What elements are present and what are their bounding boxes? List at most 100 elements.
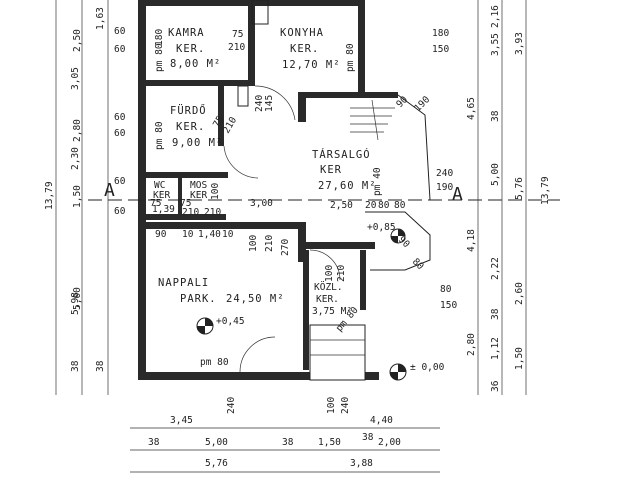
dim: 210 <box>204 207 221 218</box>
dim: 210 <box>228 42 245 53</box>
level-value: +0,45 <box>216 316 245 327</box>
room-konyha: KONYHA KER. 12,70 M² <box>280 27 340 71</box>
dim: 2,00 <box>378 437 401 448</box>
dim: 3,05 <box>70 67 81 90</box>
room-kozl: KÖZL. KER. 3,75 M² <box>312 282 352 317</box>
dim: 2,80 <box>72 119 83 142</box>
right-dimension-chains: 13,79 3,93 5,76 2,60 1,50 2,16 3,55 4,65… <box>432 0 551 395</box>
room-name: KAMRA <box>168 27 205 39</box>
dim: 240 <box>340 397 351 414</box>
dim: 80 <box>440 284 452 295</box>
room-area: 27,60 M² <box>318 180 377 192</box>
dim: 36 <box>490 380 501 392</box>
dim: 1,50 <box>72 185 83 208</box>
room-wc: WC KER 1,39 <box>152 180 175 215</box>
dim: 60 <box>114 26 126 37</box>
dim: 38 <box>70 360 81 372</box>
dim: 5,00 <box>72 287 83 310</box>
room-name: FÜRDŐ <box>170 103 207 117</box>
dim: 240 <box>226 397 237 414</box>
dim: 38 <box>148 437 160 448</box>
room-name: TÁRSALGÓ <box>312 148 371 161</box>
dim: 75 <box>211 114 226 129</box>
dim: 20 <box>365 200 377 211</box>
dim: 100 <box>210 183 221 200</box>
dim: 60 <box>114 206 126 217</box>
dim: pm 80 <box>154 121 165 150</box>
dim: 3,00 <box>250 198 273 209</box>
dim: 80 <box>378 200 390 211</box>
dim: 2,80 <box>466 333 477 356</box>
room-type: KER. <box>176 43 205 55</box>
dim: 60 <box>114 128 126 139</box>
level-marker-nappali: +0,45 <box>196 316 245 335</box>
room-area: 9,00 M² <box>172 137 223 149</box>
dim: 4,40 <box>370 415 393 426</box>
room-type: KER <box>320 164 342 176</box>
dim: 10 <box>222 229 234 240</box>
dim: 180 <box>432 28 449 39</box>
dim: 2,16 <box>490 5 501 28</box>
dim: 38 <box>362 432 374 443</box>
dim: pm 80 <box>154 43 165 72</box>
dim: 240 <box>436 168 453 179</box>
dim: 150 <box>440 300 457 311</box>
dim: 75 <box>150 198 161 209</box>
level-marker-entrance: ± 0,00 <box>389 362 445 381</box>
level-value: +0,85 <box>367 222 396 233</box>
dim: 1,50 <box>318 437 341 448</box>
dim: 100 <box>248 235 259 252</box>
room-area: 3,75 M² <box>312 306 352 317</box>
section-marks: A A <box>88 180 560 205</box>
dim: 100 <box>326 397 337 414</box>
room-name: NAPPALI <box>158 277 209 289</box>
dim: 5,76 <box>514 177 525 200</box>
room-tarsalgo: TÁRSALGÓ KER 27,60 M² <box>312 148 377 192</box>
room-type: KER <box>153 190 170 201</box>
room-kamra: KAMRA KER. 8,00 M² <box>168 27 221 70</box>
room-name: MOS <box>190 180 207 191</box>
inner-dims: 75 210 180 pm 80 pm 80 240 145 pm 80 75 … <box>150 29 432 368</box>
room-area: 1,39 <box>152 204 175 215</box>
dim: 2,50 <box>330 200 353 211</box>
bottom-dimension-chains: 3,45 4,40 38 5,00 38 1,50 38 2,00 5,76 3… <box>130 397 440 473</box>
dim: pm 40 <box>372 167 383 196</box>
room-name: KÖZL. <box>314 282 343 293</box>
room-type: KER. <box>290 43 319 55</box>
section-mark-left: A <box>104 180 115 201</box>
dim: 2,50 <box>72 29 83 52</box>
dim: 38 <box>490 308 501 320</box>
room-area: 24,50 M² <box>226 293 285 305</box>
dim: 240 <box>254 95 265 112</box>
dim: 210 <box>336 265 347 282</box>
dim: 80 <box>394 200 406 211</box>
dim: 2,60 <box>514 282 525 305</box>
dim: 190 <box>436 182 453 193</box>
dim: 10 <box>182 229 194 240</box>
dim: 13,79 <box>540 176 551 205</box>
dim: 5,00 <box>205 437 228 448</box>
dim: 1,12 <box>490 337 501 360</box>
dim: 5,76 <box>205 458 228 469</box>
dim: 60 <box>114 176 126 187</box>
dim: 38 <box>282 437 294 448</box>
room-type: KER <box>190 190 207 201</box>
dim: 75 <box>232 29 243 40</box>
dim: 3,88 <box>350 458 373 469</box>
dim: 1,40 <box>198 229 221 240</box>
room-name: WC <box>154 180 165 191</box>
room-area: 8,00 M² <box>170 58 221 70</box>
dim: 3,45 <box>170 415 193 426</box>
dim: 3,93 <box>514 32 525 55</box>
dim: 190 <box>412 94 432 114</box>
dim: 60 <box>114 112 126 123</box>
dim: 100 <box>324 265 335 282</box>
section-mark-right: A <box>452 184 463 205</box>
dim: 180 <box>154 29 165 46</box>
dim: 38 <box>490 110 501 122</box>
dim: 210 <box>182 207 199 218</box>
dim: 4,18 <box>466 229 477 252</box>
room-mos: MOS KER <box>190 180 207 201</box>
dim: 145 <box>264 95 275 112</box>
dim: 210 <box>264 235 275 252</box>
